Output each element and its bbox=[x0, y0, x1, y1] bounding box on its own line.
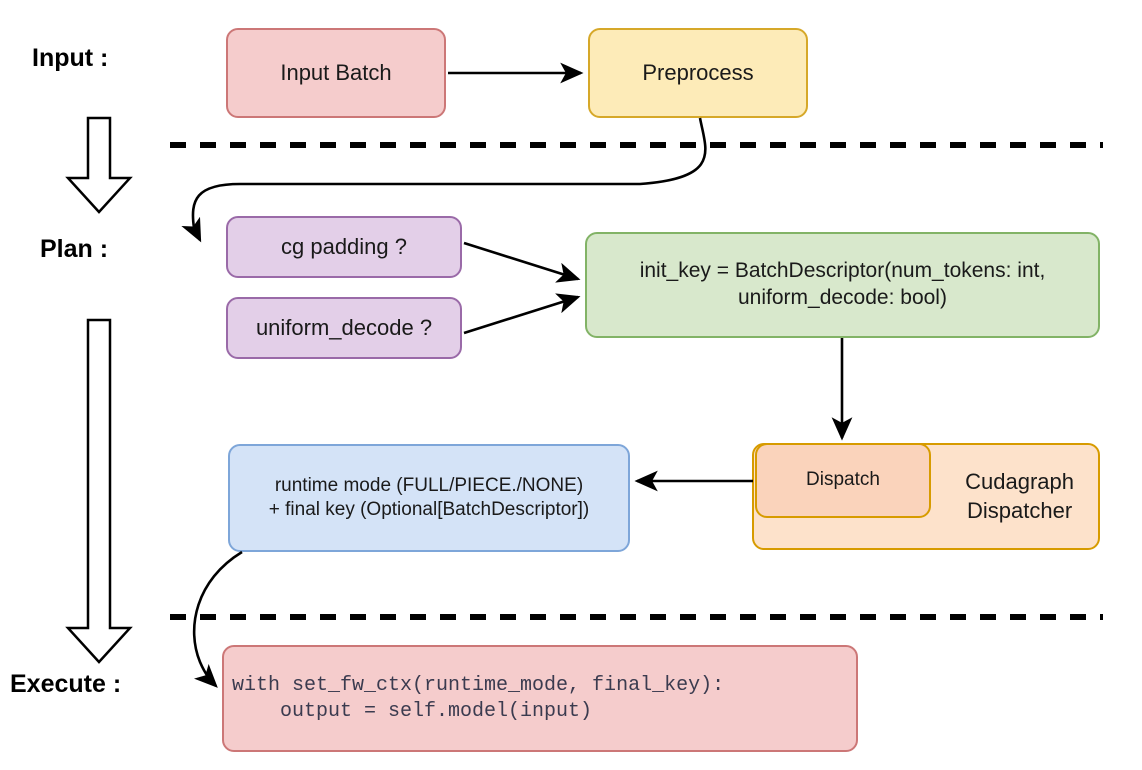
connector-uniform-decode-to-init-key bbox=[463, 293, 581, 335]
plan-to-execute-block-arrow bbox=[65, 318, 133, 664]
node-cg-padding[interactable]: cg padding ? bbox=[226, 216, 462, 278]
stage-label-execute: Execute : bbox=[10, 670, 122, 698]
node-input-batch[interactable]: Input Batch bbox=[226, 28, 446, 118]
connector-cg-padding-to-init-key bbox=[463, 241, 581, 283]
input-to-plan-block-arrow bbox=[65, 116, 133, 214]
node-execute-code[interactable]: with set_fw_ctx(runtime_mode, final_key)… bbox=[222, 645, 858, 752]
node-uniform-decode[interactable]: uniform_decode ? bbox=[226, 297, 462, 359]
stage-label-plan: Plan : bbox=[40, 235, 109, 263]
node-preprocess[interactable]: Preprocess bbox=[588, 28, 808, 118]
node-init-key[interactable]: init_key = BatchDescriptor(num_tokens: i… bbox=[585, 232, 1100, 338]
node-runtime-mode[interactable]: runtime mode (FULL/PIECE./NONE) + final … bbox=[228, 444, 630, 552]
node-dispatch[interactable]: Dispatch bbox=[755, 443, 931, 518]
stage-label-input: Input : bbox=[32, 44, 109, 72]
